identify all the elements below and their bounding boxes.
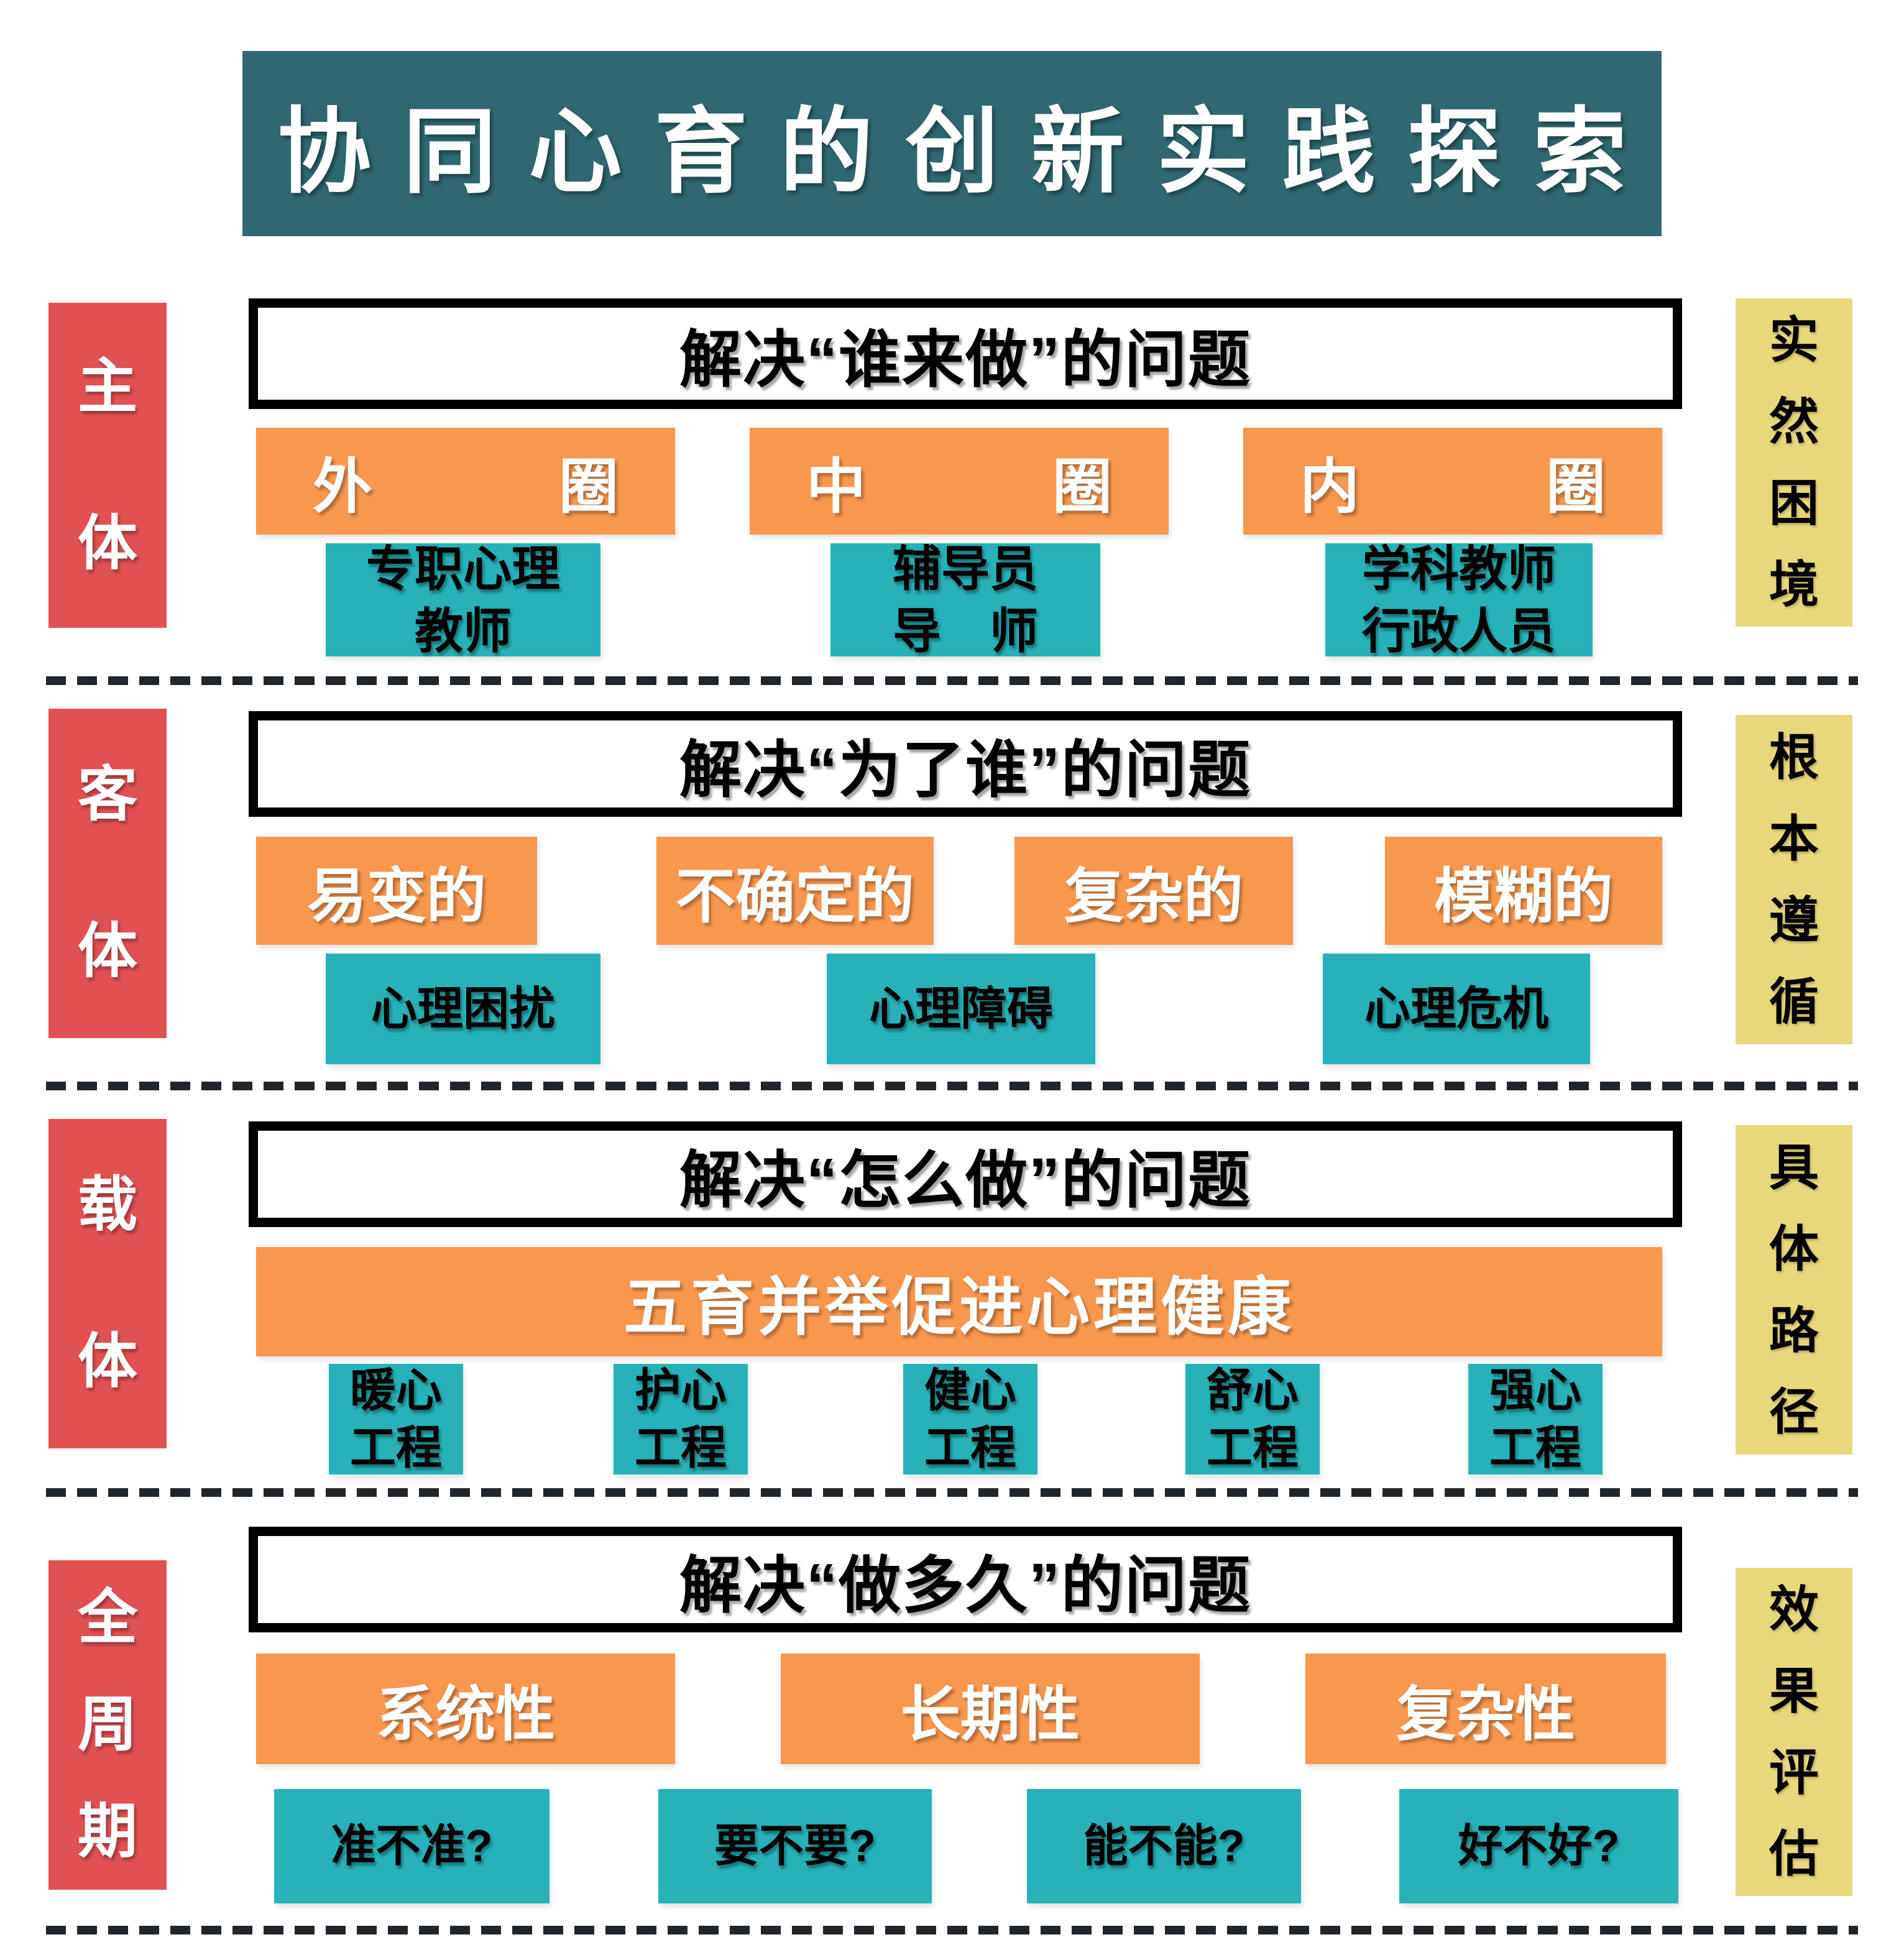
item-box-warm-heart-project: 暖心 工程 [329, 1364, 463, 1474]
category-box-systematic: 系统性 [256, 1654, 675, 1764]
item-label: 护心 工程 [635, 1364, 727, 1473]
side-label-specific-path: 具 体 路 径 [1736, 1125, 1852, 1455]
dashed-separator-1 [46, 676, 1858, 685]
category-label: 复杂性 [1396, 1681, 1575, 1748]
item-box-strong-heart-project: 强心 工程 [1468, 1364, 1603, 1474]
item-label: 暖心 工程 [350, 1364, 442, 1473]
category-box-complex: 复杂的 [1014, 837, 1293, 945]
item-label: 心理危机 [1364, 983, 1548, 1034]
item-label: 能不能? [1083, 1821, 1245, 1871]
item-box-needed-or-not: 要不要? [658, 1789, 932, 1903]
item-box-accurate-or-not: 准不准? [274, 1789, 550, 1903]
item-box-subject-teachers-admin: 学科教师 行政人员 [1325, 541, 1593, 658]
question-text-row1: 解决“谁来做”的问题 [679, 324, 1251, 395]
item-box-good-or-not: 好不好? [1399, 1789, 1678, 1903]
item-box-psych-disorder: 心理障碍 [827, 954, 1095, 1064]
side-label-effect-evaluation: 效 果 评 估 [1736, 1568, 1852, 1896]
row-label-full-cycle: 全 周 期 [48, 1560, 167, 1890]
category-label: 五育并举促进心理健康 [623, 1271, 1295, 1343]
item-label: 好不好? [1458, 1821, 1620, 1871]
question-text-row2: 解决“为了谁”的问题 [679, 735, 1251, 805]
item-label: 心理障碍 [869, 983, 1053, 1034]
item-label: 健心 工程 [924, 1364, 1016, 1473]
question-text-row3: 解决“怎么做”的问题 [679, 1145, 1251, 1215]
item-box-able-or-not: 能不能? [1027, 1789, 1301, 1903]
dashed-separator-4 [46, 1926, 1858, 1934]
category-label: 不确定的 [676, 863, 914, 930]
item-box-protect-heart-project: 护心 工程 [614, 1364, 748, 1474]
question-text-row4: 解决“做多久”的问题 [679, 1550, 1251, 1621]
question-box-row2: 解决“为了谁”的问题 [249, 711, 1682, 817]
side-label-fundamental-principles: 根 本 遵 循 [1736, 715, 1852, 1044]
category-box-ambiguous: 模糊的 [1385, 837, 1662, 945]
category-label: 外圈 [313, 453, 805, 520]
category-box-complexity: 复杂性 [1305, 1654, 1666, 1764]
category-label: 中圈 [806, 453, 1299, 520]
item-label: 心理困扰 [371, 983, 555, 1034]
category-box-outer-circle: 外圈 [256, 428, 675, 535]
category-box-middle-circle: 中圈 [750, 428, 1169, 535]
item-label: 要不要? [714, 1821, 876, 1871]
category-box-uncertain: 不确定的 [656, 837, 934, 945]
item-box-counselors-mentors: 辅导员 导 师 [830, 541, 1100, 658]
item-box-psych-crisis: 心理危机 [1323, 954, 1590, 1064]
category-box-long-term: 长期性 [781, 1654, 1200, 1764]
category-box-five-educations: 五育并举促进心理健康 [256, 1247, 1662, 1356]
item-box-psych-teachers: 专职心理 教师 [326, 541, 600, 658]
row-label-object: 客 体 [48, 709, 167, 1038]
item-label: 辅导员 导 师 [892, 541, 1038, 658]
question-box-row1: 解决“谁来做”的问题 [249, 298, 1682, 409]
item-label: 学科教师 行政人员 [1361, 541, 1556, 658]
row-label-subject: 主 体 [48, 303, 167, 628]
item-label: 强心 工程 [1489, 1364, 1581, 1473]
category-label: 内圈 [1300, 453, 1792, 520]
item-box-healthy-heart-project: 健心 工程 [903, 1364, 1037, 1474]
question-box-row4: 解决“做多久”的问题 [249, 1527, 1682, 1632]
category-label: 易变的 [307, 863, 486, 930]
category-label: 复杂的 [1064, 863, 1243, 930]
item-box-soothe-heart-project: 舒心 工程 [1185, 1364, 1320, 1474]
dashed-separator-3 [46, 1488, 1858, 1497]
row-label-carrier: 载 体 [48, 1119, 167, 1448]
item-label: 准不准? [331, 1821, 493, 1871]
category-box-volatile: 易变的 [256, 837, 537, 945]
dashed-separator-2 [46, 1082, 1858, 1090]
item-label: 专职心理 教师 [366, 541, 560, 658]
title-bar: 协同心育的创新实践探索 [242, 51, 1662, 236]
category-label: 长期性 [901, 1681, 1080, 1748]
item-box-psych-distress: 心理困扰 [326, 954, 600, 1064]
side-label-actual-dilemma: 实 然 困 境 [1736, 298, 1852, 627]
item-label: 舒心 工程 [1207, 1364, 1299, 1473]
page-title: 协同心育的创新实践探索 [277, 101, 1659, 205]
category-label: 系统性 [376, 1681, 555, 1748]
category-box-inner-circle: 内圈 [1243, 428, 1662, 535]
category-label: 模糊的 [1434, 863, 1613, 930]
question-box-row3: 解决“怎么做”的问题 [249, 1121, 1682, 1227]
